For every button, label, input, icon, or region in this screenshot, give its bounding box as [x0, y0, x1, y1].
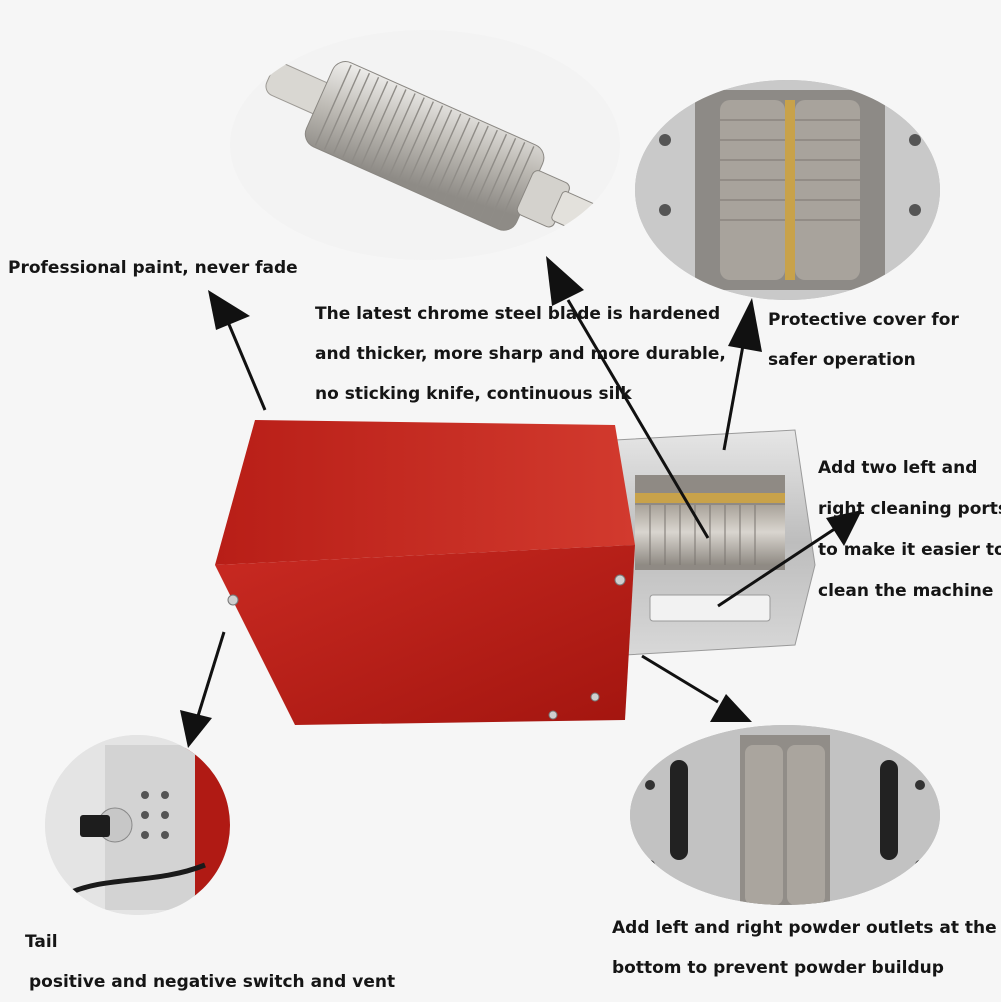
caption-cleaning-line: clean the machine — [818, 581, 994, 601]
arrow-tail-head — [180, 710, 212, 748]
caption-cleaning-line: Add two left and — [818, 458, 978, 478]
arrow-cleaning — [717, 526, 837, 608]
roller-icon — [265, 61, 600, 235]
caption-blade-line: no sticking knife, continuous silk — [315, 384, 632, 404]
caption-cleaning: Add two left and right cleaning ports to… — [818, 448, 1001, 612]
caption-tail-title: Tail — [25, 932, 58, 952]
arrow-blade — [566, 299, 710, 539]
machine-illustration — [215, 420, 816, 725]
caption-blade-line: The latest chrome steel blade is hardene… — [315, 304, 721, 324]
caption-blade: The latest chrome steel blade is hardene… — [315, 294, 726, 414]
arrow-tail — [196, 631, 226, 717]
tail-switch-inset — [45, 735, 230, 915]
caption-powder-line: bottom to prevent powder buildup — [612, 958, 944, 978]
caption-paint: Professional paint, never fade — [8, 248, 298, 288]
arrow-paint-head — [208, 290, 250, 330]
caption-powder: Add left and right powder outlets at the… — [612, 908, 997, 988]
caption-paint-line: Professional paint, never fade — [8, 258, 298, 278]
powder-outlets-inset — [630, 725, 940, 905]
arrow-cover — [722, 339, 746, 451]
blade-roller-inset — [230, 30, 620, 260]
protective-cover-inset — [635, 80, 940, 300]
caption-powder-line: Add left and right powder outlets at the — [612, 918, 997, 938]
caption-cover-line: Protective cover for — [768, 310, 959, 330]
caption-cleaning-line: to make it easier to — [818, 540, 1001, 560]
arrow-powder — [641, 654, 719, 704]
caption-cover: Protective cover for safer operation — [768, 300, 959, 380]
caption-tail-line: positive and negative switch and vent — [29, 972, 396, 992]
caption-cleaning-line: right cleaning ports — [818, 499, 1001, 519]
caption-blade-line: and thicker, more sharp and more durable… — [315, 344, 726, 364]
caption-cover-line: safer operation — [768, 350, 916, 370]
arrow-paint — [226, 321, 267, 411]
arrow-cleaning-head — [826, 510, 862, 546]
arrow-powder-head — [710, 694, 752, 722]
caption-tail: Tail positive and negative switch and ve… — [25, 922, 395, 1002]
arrow-cover-head — [728, 298, 762, 352]
arrow-blade-head — [546, 256, 584, 306]
